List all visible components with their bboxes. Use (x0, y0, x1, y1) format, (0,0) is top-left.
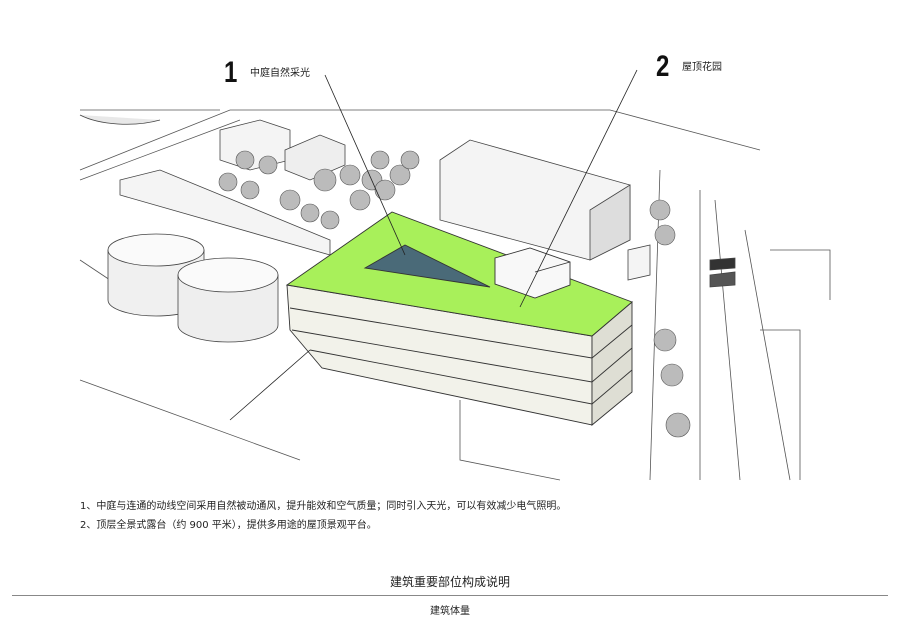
callout-2-label: 屋顶花园 (682, 62, 722, 73)
callout-1-label: 中庭自然采光 (250, 68, 310, 79)
note-2: 2、顶层全景式露台（约 900 平米），提供多用途的屋顶景观平台。 (80, 520, 377, 531)
storage-tanks (79, 114, 279, 343)
site-lines (79, 109, 831, 481)
note-1: 1、中庭与连通的动线空间采用自然被动通风，提升能效和空气质量；同时引入天光，可以… (80, 501, 567, 512)
skylight (363, 244, 491, 288)
main-building (285, 211, 633, 426)
leader-lines (229, 69, 638, 421)
divider (12, 595, 888, 596)
rooftop-box (494, 247, 571, 299)
callout-2-number: 2 (656, 50, 670, 83)
trees (218, 150, 691, 438)
page-title: 建筑重要部位构成说明 (389, 575, 510, 589)
page-subtitle: 建筑体量 (430, 606, 470, 617)
callout-1-number: 1 (224, 56, 238, 89)
